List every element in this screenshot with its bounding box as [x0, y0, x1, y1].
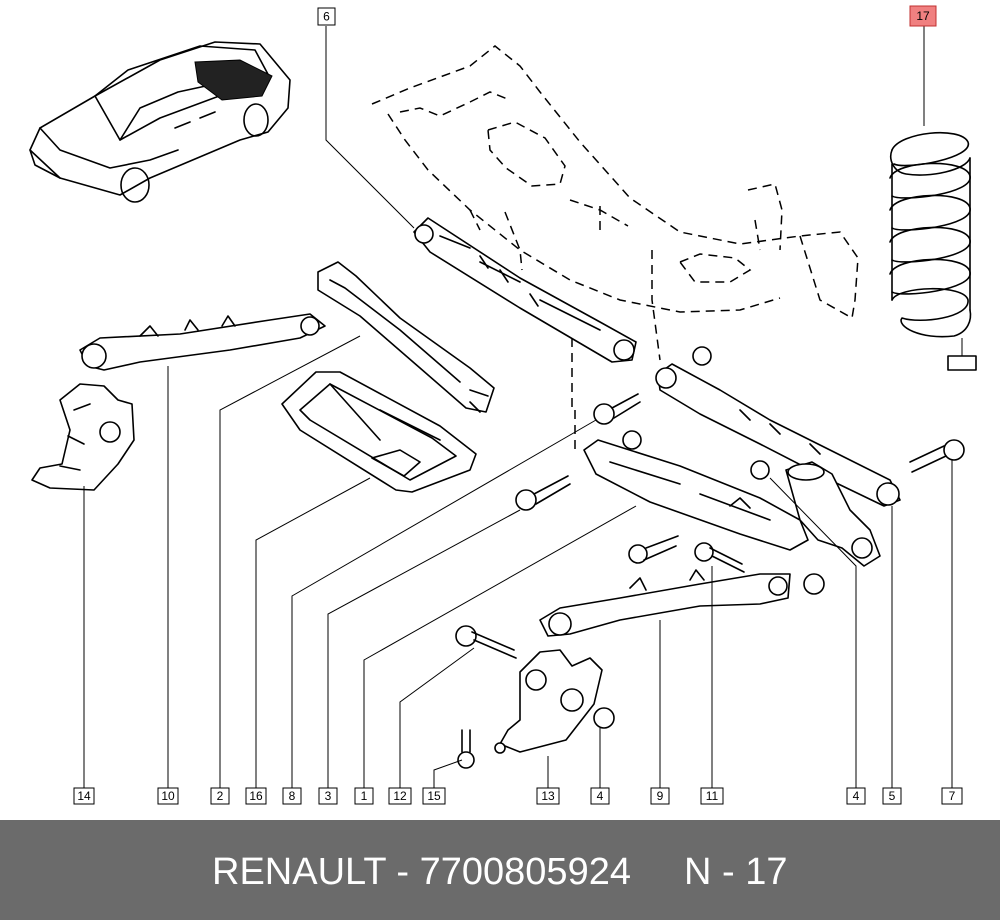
nut-upper	[622, 346, 770, 480]
trailing-bar	[317, 261, 495, 413]
callout-7: 7	[941, 787, 963, 805]
svg-text:11: 11	[706, 789, 719, 803]
bolt-12	[455, 625, 517, 659]
subframe-outline	[371, 45, 859, 450]
mounting-plate	[281, 371, 477, 493]
callout-3: 3	[318, 787, 338, 805]
hub-carrier	[785, 461, 881, 595]
svg-text:8: 8	[289, 789, 296, 803]
lateral-arm	[79, 313, 326, 371]
callout-1: 1	[354, 787, 374, 805]
callout-4-right: 4	[846, 787, 866, 805]
callout-12: 12	[388, 787, 412, 805]
bolt-left-of-11	[628, 535, 679, 564]
footer-ref: N - 17	[684, 851, 788, 893]
callout-14: 14	[73, 787, 95, 805]
svg-text:4: 4	[597, 789, 604, 803]
svg-text:17: 17	[916, 9, 930, 23]
svg-text:5: 5	[889, 789, 896, 803]
svg-text:12: 12	[393, 789, 407, 803]
svg-text:4: 4	[853, 789, 860, 803]
callout-10: 10	[157, 787, 179, 805]
svg-text:16: 16	[249, 789, 263, 803]
callout-16: 16	[245, 787, 267, 805]
leader-lines	[83, 26, 953, 788]
left-bracket	[31, 383, 135, 491]
callout-6: 6	[317, 7, 336, 26]
parts-diagram: 6 17 14 10 2 16 8 3 1 12 15 13	[29, 5, 977, 805]
footer-title: RENAULT - 7700805924	[212, 851, 631, 893]
lower-wide-arm	[583, 439, 809, 551]
svg-text:14: 14	[77, 789, 91, 803]
callout-17: 17	[909, 5, 937, 27]
callout-8: 8	[282, 787, 302, 805]
bolt-8	[593, 393, 641, 425]
svg-text:3: 3	[325, 789, 332, 803]
callout-15: 15	[422, 787, 446, 805]
adjustable-lower-arm	[655, 363, 901, 507]
callout-11: 11	[700, 787, 724, 805]
callout-13: 13	[536, 787, 560, 805]
bolt-15	[457, 729, 506, 769]
svg-text:2: 2	[217, 789, 224, 803]
svg-text:7: 7	[949, 789, 956, 803]
callout-2: 2	[210, 787, 230, 805]
right-bracket	[499, 649, 603, 753]
lower-link-arm	[539, 569, 791, 637]
bolt-11	[694, 542, 745, 573]
svg-text:9: 9	[657, 789, 664, 803]
coil-spring	[889, 131, 977, 371]
nut-4	[593, 707, 615, 729]
bolt-7	[909, 439, 965, 473]
callout-5: 5	[882, 787, 902, 805]
svg-text:1: 1	[361, 789, 368, 803]
callout-4-left: 4	[590, 787, 610, 805]
footer-bar: RENAULT - 7700805924 N - 17	[0, 820, 1000, 920]
upper-link-arm	[413, 217, 637, 363]
bolt-3	[515, 475, 571, 511]
svg-text:13: 13	[541, 789, 555, 803]
svg-text:6: 6	[323, 10, 330, 24]
callout-9: 9	[650, 787, 670, 805]
svg-text:10: 10	[161, 789, 175, 803]
car-thumbnail	[29, 41, 291, 203]
svg-text:15: 15	[427, 789, 441, 803]
